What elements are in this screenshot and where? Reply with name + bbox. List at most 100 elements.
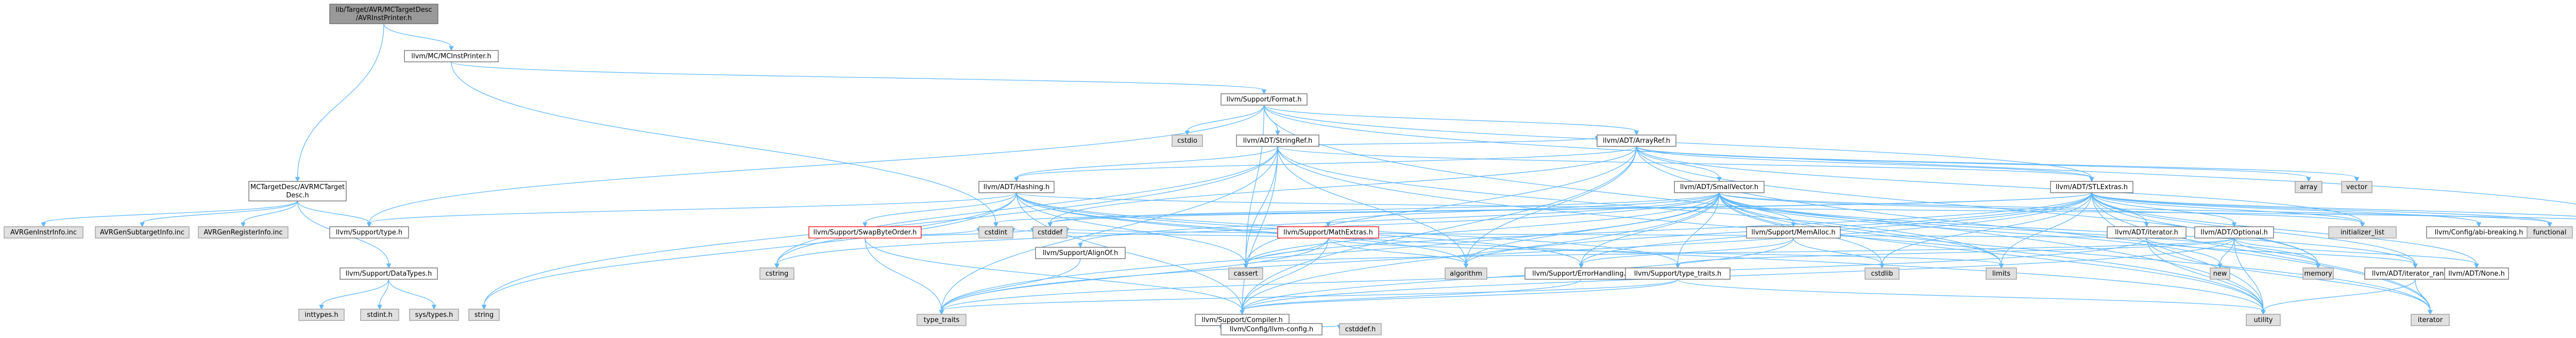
edge-line bbox=[2091, 192, 2550, 224]
edge-line bbox=[142, 200, 298, 224]
node-format[interactable]: llvm/Support/Format.h bbox=[1221, 93, 1308, 106]
node-utility[interactable]: utility bbox=[2246, 314, 2281, 326]
node-label: cstddef.h bbox=[1345, 326, 1376, 333]
edge-format-to-arrayref bbox=[1263, 105, 1639, 136]
edge-line bbox=[1719, 192, 2221, 265]
node-label: iterator bbox=[2418, 316, 2443, 324]
edge-avrmctargetdesc-to-typeh bbox=[297, 200, 372, 228]
node-stringref[interactable]: llvm/ADT/StringRef.h bbox=[1236, 134, 1319, 147]
edge-stlextras-to-functional bbox=[2091, 192, 2552, 228]
node-optional[interactable]: llvm/ADT/Optional.h bbox=[2194, 226, 2274, 239]
node-avrgensubtarget[interactable]: AVRGenSubtargetInfo.inc bbox=[95, 226, 190, 239]
node-box bbox=[2527, 226, 2573, 239]
node-label: llvm/ADT/SmallVector.h bbox=[1680, 183, 1758, 191]
node-label: llvm/Config/abi-breaking.h bbox=[2435, 229, 2523, 236]
node-hashing[interactable]: llvm/ADT/Hashing.h bbox=[978, 181, 1055, 193]
node-box bbox=[340, 267, 438, 280]
edge-line bbox=[1242, 146, 1637, 311]
node-limits[interactable]: limits bbox=[1986, 267, 2017, 280]
edge-line bbox=[297, 200, 370, 224]
node-noneh[interactable]: llvm/ADT/None.h bbox=[2444, 267, 2509, 280]
edge-line bbox=[2233, 238, 2264, 311]
edge-line bbox=[2233, 238, 2319, 265]
node-alignof[interactable]: llvm/Support/AlignOf.h bbox=[1035, 247, 1126, 259]
edge-line bbox=[776, 146, 1278, 265]
node-avrgenregister[interactable]: AVRGenRegisterInfo.inc bbox=[198, 226, 289, 239]
edge-line bbox=[1049, 146, 1637, 224]
node-cstdint[interactable]: cstdint bbox=[978, 226, 1013, 239]
node-swapbyteorder[interactable]: llvm/Support/SwapByteOrder.h bbox=[808, 226, 922, 239]
node-cstdlib[interactable]: cstdlib bbox=[1865, 267, 1900, 280]
edge-smallvector-to-initializer_list bbox=[1719, 192, 2365, 228]
node-systypes[interactable]: sys/types.h bbox=[409, 309, 459, 321]
node-configabi[interactable]: llvm/Config/abi-breaking.h bbox=[2426, 226, 2532, 239]
node-array[interactable]: array bbox=[2295, 181, 2323, 193]
edge-line bbox=[1636, 146, 2309, 178]
node-box bbox=[917, 314, 967, 326]
node-configllvm[interactable]: llvm/Config/llvm-config.h bbox=[1221, 323, 1323, 335]
edge-line bbox=[1328, 238, 1467, 265]
node-label: sys/types.h bbox=[415, 311, 453, 319]
node-cstddefh[interactable]: cstddef.h bbox=[1339, 323, 1382, 335]
node-cstdio[interactable]: cstdio bbox=[1172, 134, 1203, 147]
node-box bbox=[198, 226, 289, 239]
node-cstring[interactable]: cstring bbox=[759, 267, 794, 280]
edge-line bbox=[451, 61, 996, 224]
node-memalloc[interactable]: llvm/Support/MemAlloc.h bbox=[1746, 226, 1841, 239]
edge-line bbox=[2091, 192, 2480, 224]
node-memory[interactable]: memory bbox=[2302, 267, 2334, 280]
node-box bbox=[1172, 134, 1203, 147]
edge-line bbox=[1049, 192, 1720, 224]
edge-arrowhead bbox=[862, 222, 868, 228]
node-vector[interactable]: vector bbox=[2341, 181, 2372, 193]
node-typetraits[interactable]: llvm/Support/type_traits.h bbox=[1625, 267, 1731, 280]
node-label: vector bbox=[2346, 183, 2368, 191]
node-datatypes[interactable]: llvm/Support/DataTypes.h bbox=[340, 267, 438, 280]
node-cstddef[interactable]: cstddef bbox=[1032, 226, 1067, 239]
node-box bbox=[1865, 267, 1900, 280]
edge-line bbox=[1263, 105, 1637, 132]
node-errorhandling[interactable]: llvm/Support/ErrorHandling.h bbox=[1524, 267, 1638, 280]
node-arrayref[interactable]: llvm/ADT/ArrayRef.h bbox=[1597, 134, 1676, 147]
node-mathextras[interactable]: llvm/Support/MathExtras.h bbox=[1277, 226, 1379, 239]
edge-arrowhead bbox=[2547, 222, 2552, 228]
edge-avrmctargetdesc-to-avrgensubtarget bbox=[140, 200, 298, 228]
node-root[interactable]: lib/Target/AVR/MCTargetDesc/AVRInstPrint… bbox=[329, 4, 438, 24]
edge-mathextras-to-type_traits bbox=[939, 238, 1329, 315]
edge-avrmctargetdesc-to-avrgenregister bbox=[241, 200, 298, 228]
node-mcinstprinter[interactable]: llvm/MC/MCInstPrinter.h bbox=[404, 50, 499, 62]
node-iterator[interactable]: llvm/ADT/iterator.h bbox=[2107, 226, 2187, 239]
edge-stlextras-to-initializer_list bbox=[2091, 192, 2365, 228]
node-functional[interactable]: functional bbox=[2527, 226, 2573, 239]
node-box bbox=[1597, 134, 1676, 147]
node-cassert[interactable]: cassert bbox=[1228, 267, 1263, 280]
node-box bbox=[1625, 267, 1731, 280]
node-string[interactable]: string bbox=[468, 309, 500, 321]
node-initializer_list[interactable]: initializer_list bbox=[2328, 226, 2397, 239]
node-stdinth[interactable]: stdint.h bbox=[360, 309, 399, 321]
edge-arrowhead bbox=[2217, 263, 2223, 269]
edge-line bbox=[1719, 192, 2550, 224]
edge-arrowhead bbox=[2306, 177, 2311, 182]
node-typeh[interactable]: llvm/Support/type.h bbox=[329, 226, 409, 239]
node-box bbox=[978, 181, 1055, 193]
node-stlextras[interactable]: llvm/ADT/STLExtras.h bbox=[2050, 181, 2133, 193]
node-inttypes[interactable]: inttypes.h bbox=[298, 309, 345, 321]
node-avrgeninstrinfo[interactable]: AVRGenInstrInfo.inc bbox=[4, 226, 83, 239]
edge-format-to-cassert bbox=[1243, 105, 1265, 269]
node-label: llvm/Support/ErrorHandling.h bbox=[1532, 270, 1630, 278]
node-new[interactable]: new bbox=[2210, 267, 2230, 280]
node-compiler[interactable]: llvm/Support/Compiler.h bbox=[1195, 314, 1290, 326]
edge-mcinstprinter-to-format bbox=[451, 61, 1267, 95]
edge-line bbox=[1049, 192, 2092, 224]
node-smallvector[interactable]: llvm/ADT/SmallVector.h bbox=[1674, 181, 1765, 193]
edge-line bbox=[2091, 192, 2576, 217]
node-label: utility bbox=[2254, 316, 2273, 324]
edge-root-to-avrmctargetdesc bbox=[295, 23, 384, 182]
node-type_traits[interactable]: type_traits bbox=[917, 314, 967, 326]
node-iteratorrange[interactable]: llvm/ADT/iterator_range.h bbox=[2364, 267, 2466, 280]
node-iteratorstd[interactable]: iterator bbox=[2411, 314, 2450, 326]
node-label: llvm/ADT/StringRef.h bbox=[1243, 137, 1312, 145]
node-algorithm[interactable]: algorithm bbox=[1445, 267, 1487, 280]
